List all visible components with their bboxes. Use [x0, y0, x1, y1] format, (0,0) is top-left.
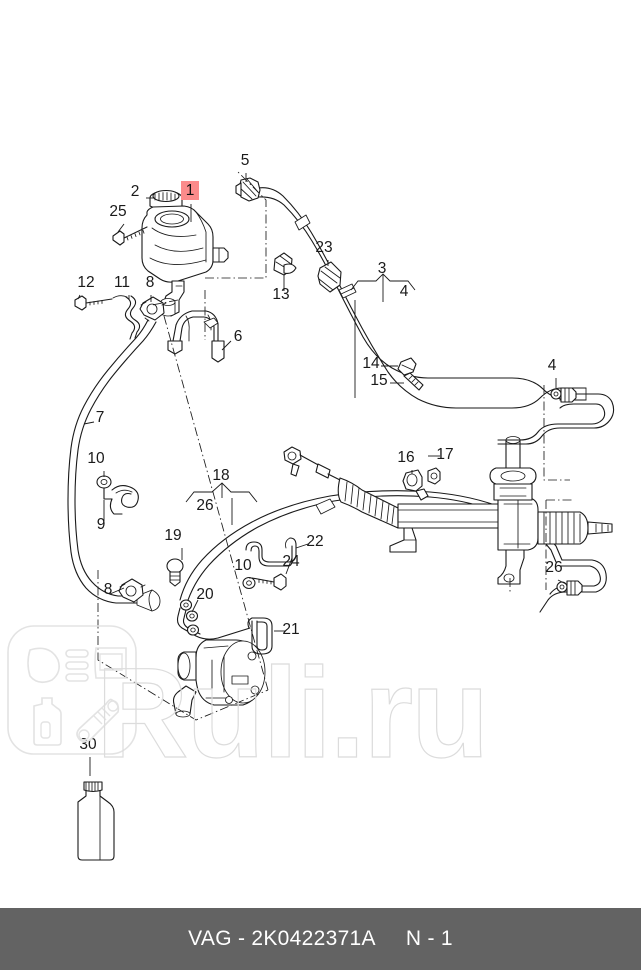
callout-7: 7 — [96, 409, 105, 426]
part-number-label: VAG - 2K0422371A — [188, 927, 376, 950]
callout-12: 12 — [77, 274, 94, 291]
callout-2: 2 — [131, 183, 140, 200]
callout-number: 4 — [400, 283, 409, 300]
callout-22: 22 — [306, 533, 323, 550]
callout-26: 26 — [196, 497, 213, 514]
bracket-14-bolt-15 — [397, 357, 424, 391]
callout-5: 5 — [241, 152, 250, 169]
callout-number: 13 — [272, 286, 289, 303]
lower-right-return — [539, 559, 607, 613]
callout-number: 8 — [146, 274, 155, 291]
callout-number: 24 — [282, 553, 300, 570]
callout-number: 7 — [96, 409, 105, 426]
clip-9-10 — [96, 475, 139, 515]
callout-8: 8 — [104, 581, 113, 598]
callout-number: 6 — [234, 328, 243, 345]
callout-4: 4 — [548, 357, 557, 374]
bushing-16-nut-17 — [402, 467, 441, 501]
callout-number: 2 — [131, 183, 140, 200]
diagram-canvas: .ln { fill:none; stroke:#1a1a1a; stroke-… — [7, 152, 615, 861]
callout-number: 18 — [212, 467, 229, 484]
callout-number: 26 — [545, 559, 562, 576]
exploded-parts-drawing: .ln { fill:none; stroke:#1a1a1a; stroke-… — [67, 152, 615, 861]
callout-1: 1 — [181, 181, 199, 200]
clip-8-upper — [139, 296, 167, 322]
callout-18: 18 — [212, 467, 229, 484]
callout-10: 10 — [87, 450, 105, 467]
callout-number: 12 — [77, 274, 94, 291]
callout-number: 8 — [104, 581, 113, 598]
bolt-25 — [112, 226, 148, 246]
oil-bottle-30 — [77, 781, 115, 861]
callout-number: 9 — [97, 516, 106, 533]
callout-17: 17 — [436, 446, 453, 463]
suction-hose-7 — [67, 319, 161, 612]
callout-number: 5 — [241, 152, 250, 169]
callout-19: 19 — [164, 527, 181, 544]
callout-number: 10 — [87, 450, 105, 467]
callout-number: 11 — [114, 274, 130, 291]
callout-number: 20 — [196, 586, 214, 603]
union-26 — [556, 580, 583, 596]
callout-number: 23 — [315, 239, 332, 256]
bolt-24 — [251, 573, 287, 591]
upper-return-hose — [235, 177, 587, 409]
steering-rack — [283, 436, 613, 585]
callout-number: 10 — [234, 557, 252, 574]
callout-11: 11 — [114, 274, 130, 291]
reservoir-assembly — [141, 189, 229, 317]
callout-number: 1 — [186, 182, 195, 199]
callout-number: 25 — [109, 203, 126, 220]
callout-number: 30 — [79, 736, 97, 753]
callout-8: 8 — [146, 274, 155, 291]
spring-clip-11 — [112, 295, 141, 340]
callout-26: 26 — [545, 559, 562, 576]
callout-16: 16 — [397, 449, 414, 466]
callout-10: 10 — [234, 557, 252, 574]
union-4 — [550, 387, 577, 403]
clip-23 — [317, 261, 342, 293]
bracket-6 — [167, 310, 225, 363]
callout-number: 17 — [436, 446, 453, 463]
callout-number: 19 — [164, 527, 181, 544]
hose-connector-5 — [235, 177, 261, 202]
callout-15: 15 — [370, 372, 387, 389]
callout-6: 6 — [234, 328, 243, 345]
callout-3: 3 — [378, 260, 387, 277]
page-reference-label: N - 1 — [405, 927, 453, 950]
clip-13 — [273, 252, 297, 276]
callout-number: 15 — [370, 372, 387, 389]
callout-14: 14 — [362, 355, 380, 372]
callout-20: 20 — [196, 586, 214, 603]
callout-highlight-box — [181, 181, 199, 200]
clip-21 — [247, 617, 273, 655]
callout-23: 23 — [315, 239, 332, 256]
callout-30: 30 — [79, 736, 97, 753]
power-steering-pump — [172, 639, 266, 718]
clip-8-lower — [118, 578, 146, 603]
group-brackets — [185, 273, 416, 525]
callout-number: 26 — [196, 497, 213, 514]
right-return-line — [497, 387, 615, 445]
callout-9: 9 — [97, 516, 106, 533]
clip-22 — [245, 537, 297, 567]
callout-21: 21 — [282, 621, 299, 638]
fitting-19 — [166, 558, 184, 587]
callout-number: 14 — [362, 355, 380, 372]
assembly-guide-lines — [97, 171, 572, 721]
callout-25: 25 — [109, 203, 126, 220]
washer-10b — [242, 576, 256, 590]
callout-24: 24 — [282, 553, 300, 570]
callout-number: 3 — [378, 260, 387, 277]
callout-13: 13 — [272, 286, 289, 303]
washers-20 — [179, 599, 200, 636]
bolt-12 — [74, 295, 113, 311]
callout-number: 4 — [548, 357, 557, 374]
footer-bar: VAG - 2K0422371A N - 1 — [0, 908, 641, 970]
callout-4: 4 — [400, 283, 409, 300]
callout-number: 22 — [306, 533, 323, 550]
callout-number: 21 — [282, 621, 299, 638]
leader-lines — [77, 173, 567, 776]
callout-number: 16 — [397, 449, 414, 466]
